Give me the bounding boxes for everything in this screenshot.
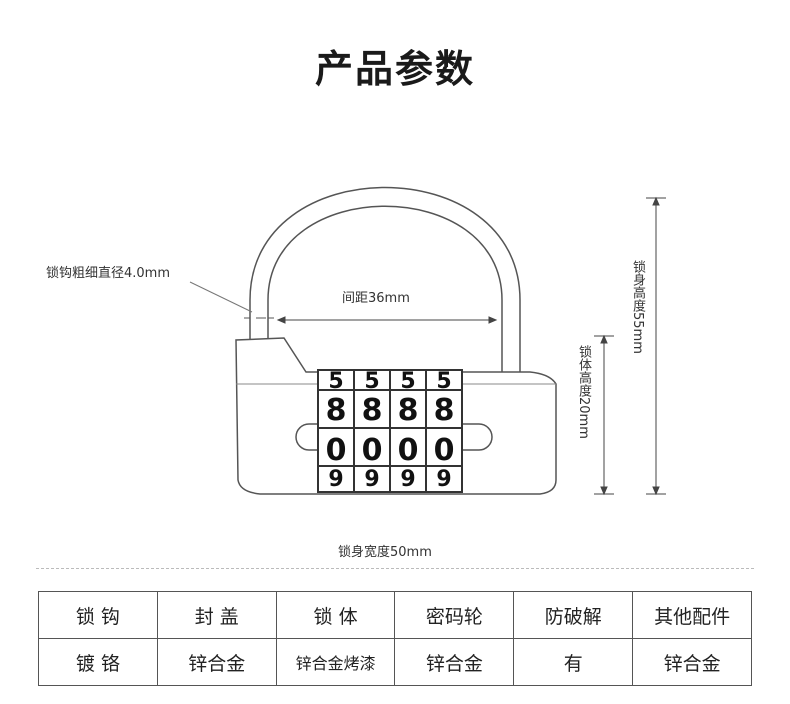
spec-value-cell: 锌合金	[156, 638, 277, 686]
page-title: 产品参数	[314, 47, 475, 91]
total-height-dimension	[646, 196, 666, 496]
spec-value-cell: 镀 铬	[38, 638, 158, 686]
gap-label: 间距36mm	[342, 291, 410, 306]
spec-value-cell: 锌合金	[632, 638, 752, 686]
dial-digit: 5	[364, 369, 379, 394]
dial-digit: 8	[362, 393, 383, 428]
spec-header-cell: 封 盖	[156, 591, 277, 639]
diameter-leader	[189, 281, 253, 313]
spec-header-cell: 其他配件	[632, 591, 752, 639]
body-height-dimension	[594, 334, 614, 496]
dial-digit: 8	[434, 393, 455, 428]
shackle-outer	[249, 186, 521, 372]
width-label: 锁身宽度50mm	[338, 545, 432, 560]
body-height-label: 锁体高度20mm	[576, 345, 591, 439]
spec-header-cell: 锁 体	[275, 591, 396, 639]
spec-header-cell: 密码轮	[394, 591, 515, 639]
spec-table: 锁 钩 封 盖 锁 体 密码轮 防破解 其他配件 镀 铬 锌合金 锌合金烤漆 锌…	[38, 591, 752, 686]
dial-wheels	[317, 369, 463, 493]
spec-value-cell: 锌合金	[394, 638, 515, 686]
spec-value-row: 镀 铬 锌合金 锌合金烤漆 锌合金 有 锌合金	[38, 638, 752, 686]
dial-digit: 9	[436, 467, 451, 492]
gap-dimension	[276, 316, 498, 324]
dial-digit: 9	[400, 467, 415, 492]
dial-digit: 5	[328, 369, 343, 394]
shackle-inner	[267, 205, 503, 372]
shackle-diameter-label: 锁钩粗细直径4.0mm	[46, 266, 171, 281]
dial-digit: 5	[400, 369, 415, 394]
dial-digit: 9	[328, 467, 343, 492]
spec-value-cell: 锌合金烤漆	[275, 638, 396, 686]
dial-digit: 0	[434, 433, 455, 468]
dial-digit: 5	[436, 369, 451, 394]
spec-header-row: 锁 钩 封 盖 锁 体 密码轮 防破解 其他配件	[38, 591, 752, 639]
dial-digit: 9	[364, 467, 379, 492]
dial-digit: 0	[362, 433, 383, 468]
dial-digit: 0	[398, 433, 419, 468]
spec-header-cell: 锁 钩	[38, 591, 158, 639]
spec-value-cell: 有	[513, 638, 634, 686]
dial-digit: 8	[326, 393, 347, 428]
spec-header-cell: 防破解	[513, 591, 634, 639]
dial-digit: 8	[398, 393, 419, 428]
dial-digit: 0	[326, 433, 347, 468]
section-divider	[36, 568, 754, 569]
total-height-label: 锁身高度55mm	[630, 260, 645, 354]
